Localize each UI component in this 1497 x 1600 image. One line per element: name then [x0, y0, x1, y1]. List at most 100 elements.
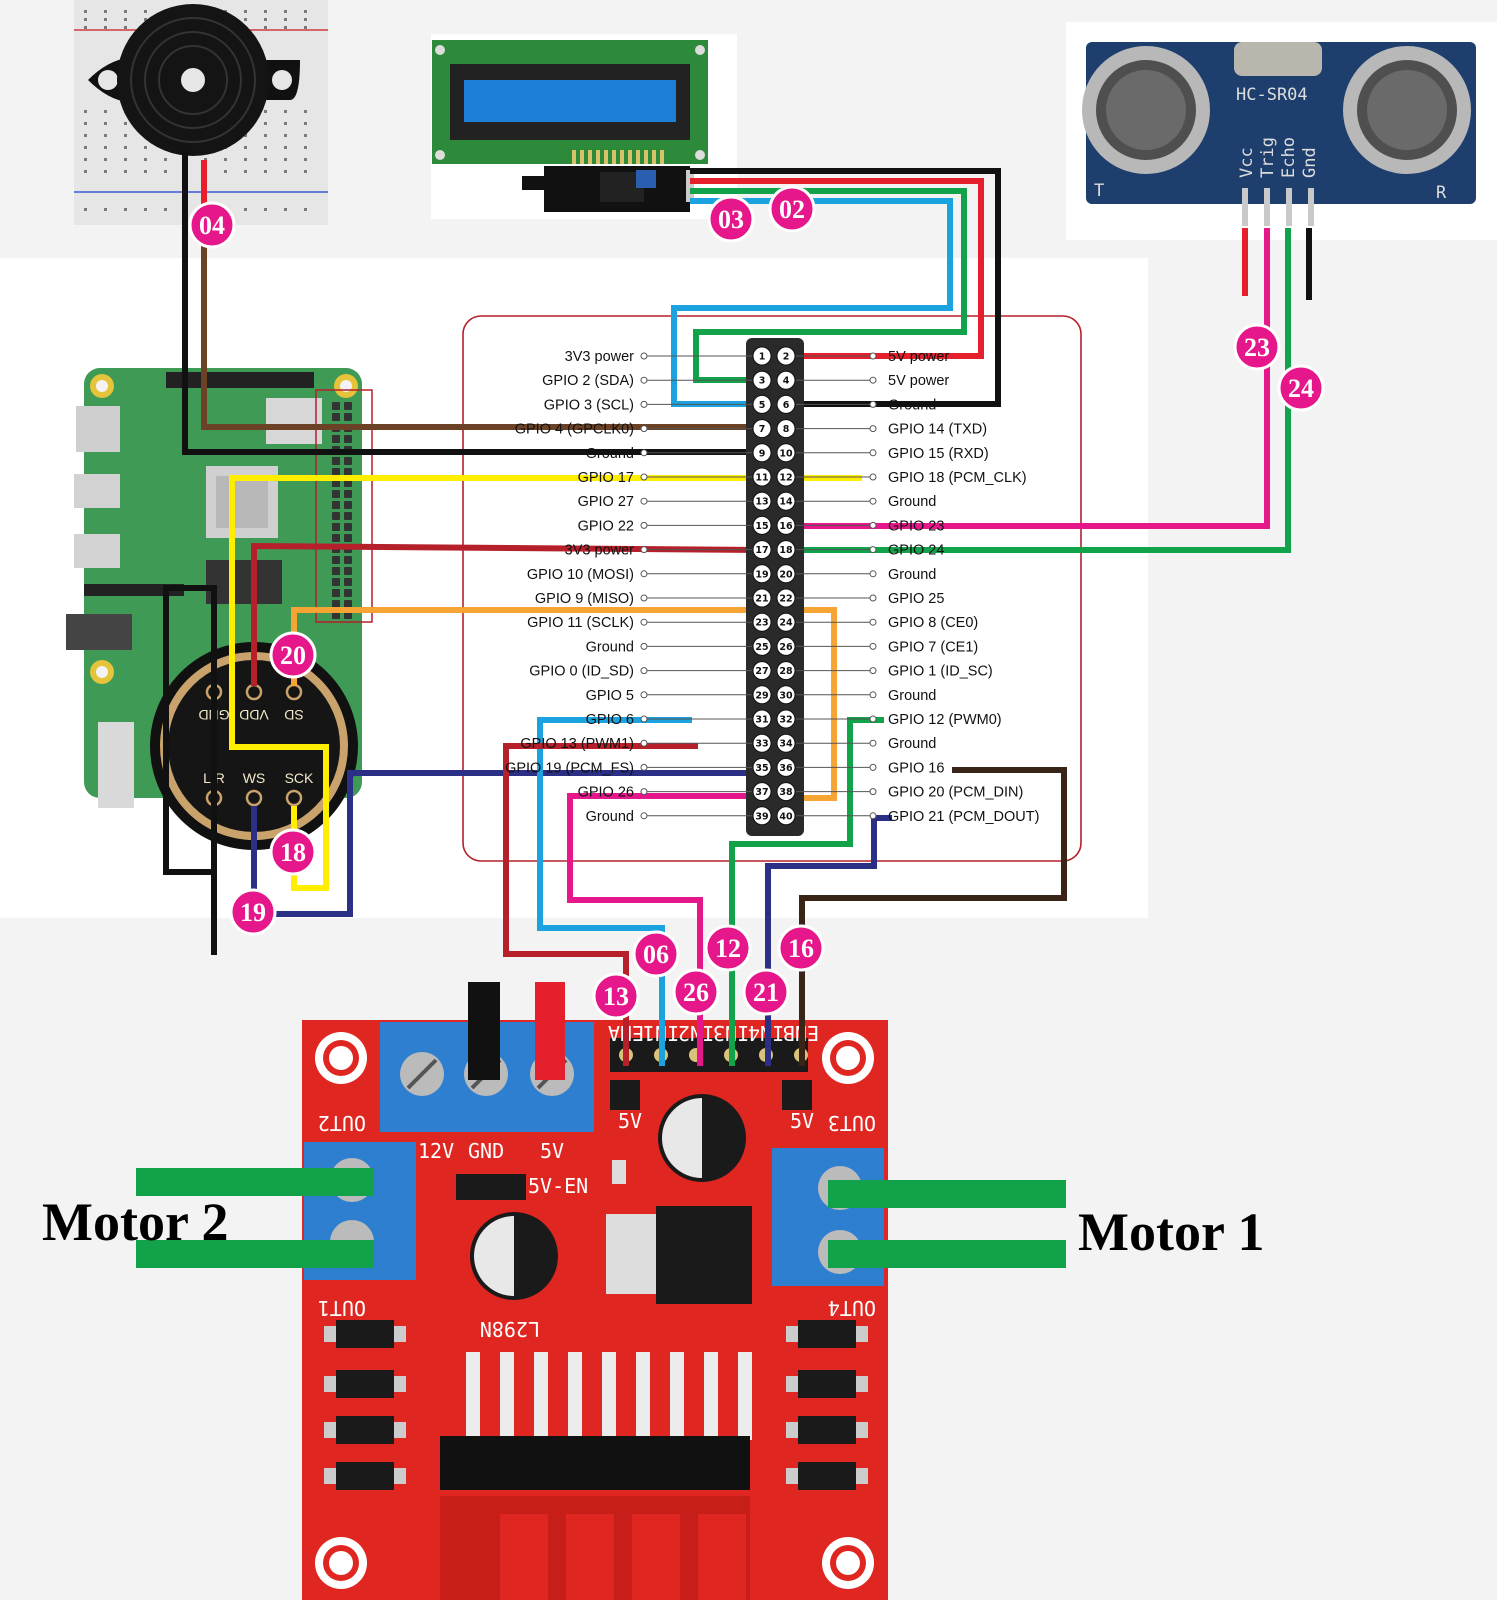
gpio-pin-number: 7 — [759, 424, 766, 435]
ultrasonic-model-label: HC-SR04 — [1236, 85, 1308, 105]
gpio-pin-number: 4 — [783, 376, 790, 387]
svg-text:18: 18 — [280, 838, 306, 867]
svg-text:23: 23 — [1244, 333, 1270, 362]
gpio-pin-number: 12 — [779, 473, 792, 484]
wires — [163, 150, 1312, 1066]
gpio-label-right: Ground — [888, 494, 936, 510]
gpio-label-left: 3V3 power — [565, 349, 634, 365]
gpio-pin-number: 13 — [755, 497, 768, 508]
wire-badges: 04 03 02 23 24 20 18 19 06 12 16 13 26 2… — [188, 185, 1325, 1020]
gpio-pin-36 — [776, 757, 796, 777]
svg-text:21: 21 — [753, 978, 779, 1007]
svg-text:12: 12 — [715, 934, 741, 963]
lcd-display — [432, 40, 708, 212]
svg-text:20: 20 — [280, 641, 306, 670]
gpio-label-left: GPIO 2 (SDA) — [542, 373, 634, 389]
gpio-label-right: GPIO 12 (PWM0) — [888, 712, 1002, 728]
gpio-header-frame — [462, 315, 1082, 862]
wire-mic-sck — [229, 475, 862, 891]
gpio-label-left: GPIO 6 — [586, 712, 634, 728]
mic-pin-ws-label: WS — [243, 770, 266, 786]
svg-text:06: 06 — [643, 940, 669, 969]
ultrasonic-pin-echo-label: Echo — [1279, 137, 1299, 178]
gpio-pin-26 — [776, 636, 796, 656]
badge-19: 19 — [229, 888, 277, 936]
label-out3: OUT3 — [828, 1111, 876, 1135]
gpio-pin-31 — [752, 709, 772, 729]
gpio-label-left: Ground — [586, 446, 634, 462]
gpio-label-right: GPIO 18 (PCM_CLK) — [888, 470, 1027, 486]
label-power-5v: 5V — [540, 1139, 564, 1163]
svg-text:26: 26 — [683, 978, 709, 1007]
gpio-label-left: GPIO 11 (SCLK) — [527, 615, 634, 631]
gpio-label-right: GPIO 7 (CE1) — [888, 639, 978, 655]
gpio-pin-11 — [752, 467, 772, 487]
gpio-pin-7 — [752, 419, 772, 439]
label-out1: OUT1 — [318, 1296, 366, 1320]
gpio-pin-number: 18 — [779, 545, 793, 556]
mic-pin-vdd-label: VDD — [239, 707, 269, 723]
5v-enable-jumper[interactable] — [456, 1174, 526, 1200]
gpio-pin-number: 23 — [755, 618, 768, 629]
gpio-label-right: GPIO 23 — [888, 518, 944, 534]
gpio-pin-number: 37 — [755, 787, 768, 798]
badge-06: 06 — [632, 930, 680, 978]
motor2-label: Motor 2 — [42, 1192, 228, 1252]
wire-lcd-ground — [690, 168, 1001, 407]
gpio-pin-19 — [752, 564, 772, 584]
label-5v-left: 5V — [618, 1109, 642, 1133]
badge-24: 24 — [1277, 364, 1325, 412]
wire-mic-vdd — [251, 542, 763, 686]
gpio-pin-24 — [776, 612, 796, 632]
motor-driver-board: OUT2 OUT1 OUT3 OUT4 12V GND 5V 5V-EN ENA… — [302, 982, 888, 1600]
gpio-pin-8 — [776, 419, 796, 439]
ultrasonic-pin-gnd-label: Gnd — [1300, 147, 1320, 178]
gpio-pin-21 — [752, 588, 772, 608]
gpio-pin-4 — [776, 370, 796, 390]
label-power-gnd: GND — [468, 1139, 504, 1163]
svg-text:19: 19 — [240, 898, 266, 927]
wire-lcd-5v — [690, 178, 984, 359]
gpio-pin-number: 38 — [779, 787, 793, 798]
power-wire-12v — [535, 982, 565, 1080]
gpio-pin-16 — [776, 515, 796, 535]
gpio-pin-number: 22 — [779, 594, 792, 605]
gpio-pin-33 — [752, 733, 772, 753]
ultrasonic-sensor: HC-SR04 Vcc Trig Echo Gnd T R — [1082, 42, 1476, 226]
gpio-label-right: GPIO 21 (PCM_DOUT) — [888, 809, 1039, 825]
label-out4: OUT4 — [828, 1296, 876, 1320]
gpio-pin-number: 5 — [759, 400, 766, 411]
gpio-pin-number: 17 — [755, 545, 768, 556]
gpio-label-right: GPIO 24 — [888, 543, 944, 559]
gpio-label-left: GPIO 27 — [578, 494, 634, 510]
wire-mic-ws — [251, 770, 762, 917]
badge-02: 02 — [768, 185, 816, 233]
gpio-label-right: GPIO 8 (CE0) — [888, 615, 978, 631]
gpio-label-right: GPIO 25 — [888, 591, 944, 607]
driver-header-label: IN2 — [678, 1021, 714, 1045]
gpio-pin-38 — [776, 782, 796, 802]
ultrasonic-corner-right: R — [1436, 183, 1447, 203]
label-power-12v: 12V — [418, 1139, 454, 1163]
gpio-pin-3 — [752, 370, 772, 390]
gpio-pin-32 — [776, 709, 796, 729]
gpio-pin-number: 27 — [755, 666, 768, 677]
gpio-pin-1 — [752, 346, 772, 366]
label-5v-en: 5V-EN — [528, 1174, 588, 1198]
gpio-pin-number: 30 — [779, 690, 793, 701]
badge-20: 20 — [269, 631, 317, 679]
gpio-pin-number: 11 — [755, 473, 768, 484]
gpio-pin-number: 6 — [783, 400, 790, 411]
badge-13: 13 — [592, 972, 640, 1020]
gpio-pin-number: 25 — [755, 642, 768, 653]
badge-18: 18 — [269, 828, 317, 876]
gpio-pin-number: 3 — [759, 376, 766, 387]
gpio-label-left: 3V3 power — [565, 543, 634, 559]
gpio-pin-12 — [776, 467, 796, 487]
gpio-pin-25 — [752, 636, 772, 656]
gpio-pin-13 — [752, 491, 772, 511]
gpio-pin-number: 28 — [779, 666, 793, 677]
ultrasonic-pin-vcc-label: Vcc — [1237, 147, 1257, 178]
gpio-pin-39 — [752, 806, 772, 826]
badge-12: 12 — [704, 924, 752, 972]
